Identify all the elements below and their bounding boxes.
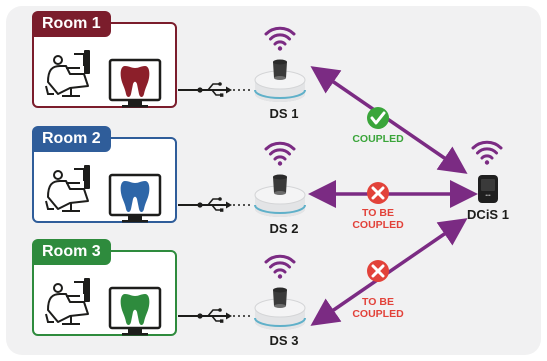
ds1-status: COUPLED	[352, 133, 404, 145]
connection-arrow-ds3	[310, 218, 468, 326]
wifi-icon	[264, 254, 296, 281]
dcis-device: •••	[478, 175, 498, 203]
base-station-ds3	[254, 286, 306, 331]
cross-icon	[367, 260, 389, 282]
room-2-label: Room 2	[32, 126, 111, 152]
svg-text:•••: •••	[485, 193, 491, 199]
dental-chair-icon	[45, 277, 91, 325]
ds2-label: DS 2	[269, 221, 299, 236]
dental-chair-icon	[45, 164, 91, 212]
room-1-contents	[45, 49, 233, 109]
ds1-label: DS 1	[269, 106, 299, 121]
monitor-icon	[108, 173, 162, 224]
room-3-label: Room 3	[32, 239, 111, 265]
connection-arrow-ds1	[310, 66, 468, 174]
room-3-contents	[45, 277, 233, 337]
ds3-label: DS 3	[269, 333, 299, 348]
wifi-icon	[471, 140, 503, 167]
usb-icon	[196, 81, 233, 98]
monitor-icon	[108, 286, 162, 337]
check-icon	[367, 107, 389, 129]
monitor-icon	[108, 58, 162, 109]
base-station-ds2	[254, 173, 306, 218]
dental-chair-icon	[45, 49, 91, 97]
dcis-label: DCiS 1	[467, 207, 509, 222]
ds3-status: TO BE COUPLED	[352, 296, 404, 320]
usb-icon	[196, 307, 233, 324]
wifi-icon	[264, 141, 296, 168]
ds2-status: TO BE COUPLED	[352, 207, 404, 231]
base-station-ds1	[254, 58, 306, 103]
cross-icon	[367, 182, 389, 204]
room-2-contents	[45, 164, 233, 224]
room-1-label: Room 1	[32, 11, 111, 37]
wifi-icon	[264, 26, 296, 53]
usb-icon	[196, 196, 233, 213]
